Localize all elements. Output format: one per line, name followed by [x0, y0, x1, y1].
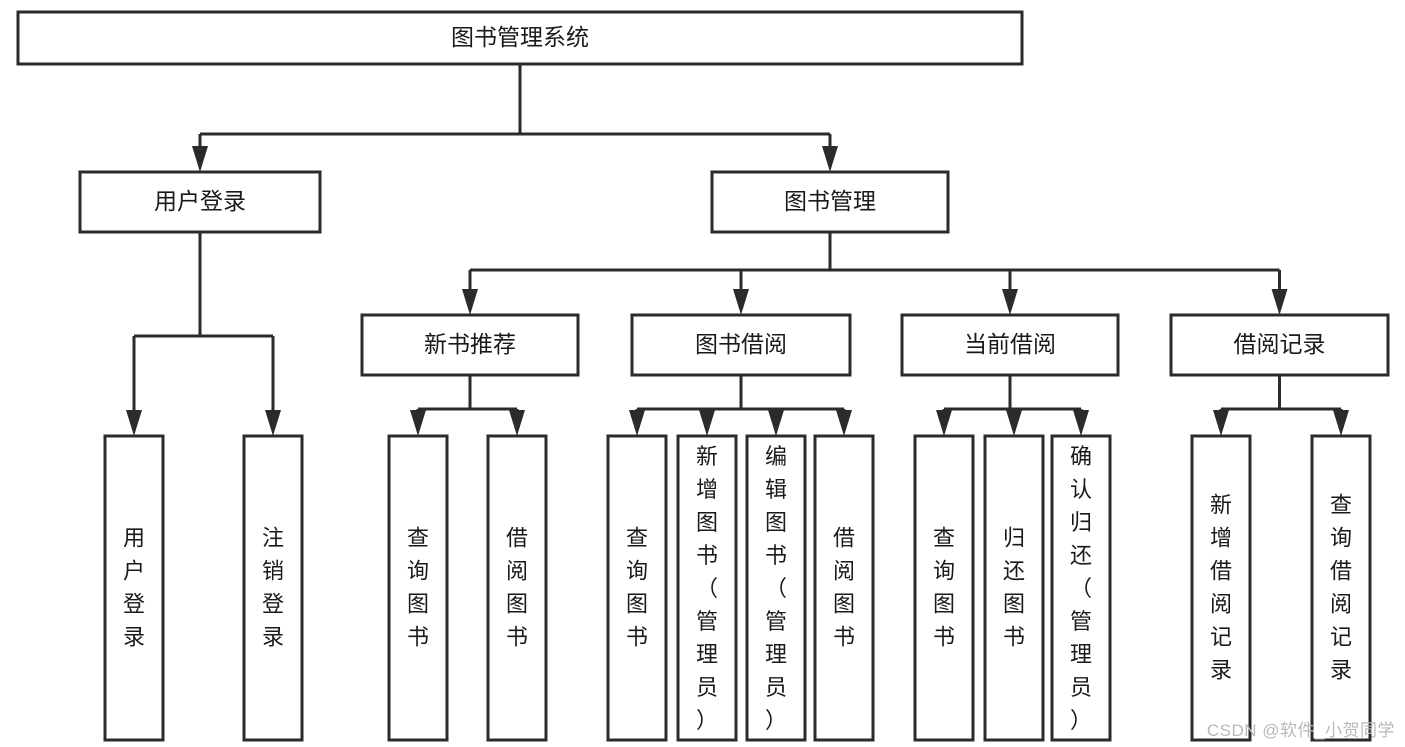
- node-book-borrow[interactable]: 图书借阅: [630, 313, 852, 377]
- node-box[interactable]: [983, 434, 1045, 742]
- arrow-head-icon: [462, 289, 478, 315]
- node-box[interactable]: [676, 434, 738, 742]
- node-leaf-query-book-borrow[interactable]: 查询图书: [606, 434, 668, 742]
- node-box[interactable]: [16, 10, 1024, 66]
- node-box[interactable]: [242, 434, 304, 742]
- connector-current-borrow-to-leaves: [936, 375, 1089, 436]
- node-leaf-user-login[interactable]: 用户登录: [103, 434, 165, 742]
- node-label: 借阅记录: [1234, 331, 1326, 357]
- arrow-head-icon: [509, 410, 525, 436]
- node-box[interactable]: [606, 434, 668, 742]
- arrow-head-icon: [836, 410, 852, 436]
- connector-book-management-to-level2: [462, 232, 1288, 315]
- node-root[interactable]: 图书管理系统: [16, 10, 1024, 66]
- node-leaf-borrow-book-recommend[interactable]: 借阅图书: [486, 434, 548, 742]
- node-label: 查询借阅记录: [1330, 492, 1352, 682]
- node-new-book-recommend[interactable]: 新书推荐: [360, 313, 580, 377]
- node-box[interactable]: [486, 434, 548, 742]
- arrow-head-icon: [1333, 410, 1349, 436]
- node-book-management[interactable]: 图书管理: [710, 170, 950, 234]
- connector-layer: [126, 64, 1349, 436]
- node-leaf-query-borrow-record[interactable]: 查询借阅记录: [1310, 434, 1372, 742]
- node-label: 新增图书（管理员）: [696, 444, 718, 733]
- node-label: 编辑图书（管理员）: [765, 444, 787, 733]
- arrow-head-icon: [1073, 410, 1089, 436]
- node-box[interactable]: [103, 434, 165, 742]
- node-box[interactable]: [1169, 313, 1390, 377]
- node-leaf-borrow-book[interactable]: 借阅图书: [813, 434, 875, 742]
- arrow-head-icon: [936, 410, 952, 436]
- arrow-head-icon: [1006, 410, 1022, 436]
- node-label: 新书推荐: [424, 331, 516, 357]
- node-box[interactable]: [813, 434, 875, 742]
- node-label: 新增借阅记录: [1210, 492, 1232, 682]
- node-label: 注销登录: [262, 525, 284, 649]
- arrow-head-icon: [126, 410, 142, 436]
- node-user-login[interactable]: 用户登录: [78, 170, 322, 234]
- node-box[interactable]: [745, 434, 807, 742]
- node-label: 图书管理: [784, 188, 876, 214]
- connector-book-borrow-to-leaves: [629, 375, 852, 436]
- node-leaf-return-book[interactable]: 归还图书: [983, 434, 1045, 742]
- connector-borrow-record-to-leaves: [1213, 375, 1349, 436]
- node-box[interactable]: [1190, 434, 1252, 742]
- connector-root-to-level1: [192, 64, 838, 172]
- arrow-head-icon: [699, 410, 715, 436]
- arrow-head-icon: [733, 289, 749, 315]
- node-label: 确认归还（管理员）: [1070, 444, 1092, 733]
- node-label: 查询图书: [933, 525, 955, 649]
- node-leaf-logout-login[interactable]: 注销登录: [242, 434, 304, 742]
- node-label: 用户登录: [123, 525, 145, 649]
- node-label: 查询图书: [626, 525, 648, 649]
- arrow-head-icon: [410, 410, 426, 436]
- node-box[interactable]: [78, 170, 322, 234]
- node-leaf-query-book-current[interactable]: 查询图书: [913, 434, 975, 742]
- arrow-head-icon: [265, 410, 281, 436]
- node-box[interactable]: [360, 313, 580, 377]
- node-leaf-confirm-return-admin[interactable]: 确认归还（管理员）: [1050, 434, 1112, 742]
- node-label: 查询图书: [407, 525, 429, 649]
- arrow-head-icon: [629, 410, 645, 436]
- connector-new-book-recommend-to-leaves: [410, 375, 525, 436]
- arrow-head-icon: [1002, 289, 1018, 315]
- node-leaf-edit-book-admin[interactable]: 编辑图书（管理员）: [745, 434, 807, 742]
- node-leaf-add-book-admin[interactable]: 新增图书（管理员）: [676, 434, 738, 742]
- node-box[interactable]: [913, 434, 975, 742]
- arrow-head-icon: [768, 410, 784, 436]
- arrow-head-icon: [1213, 410, 1229, 436]
- node-borrow-record[interactable]: 借阅记录: [1169, 313, 1390, 377]
- node-layer: 图书管理系统用户登录图书管理新书推荐图书借阅当前借阅借阅记录用户登录注销登录查询…: [16, 10, 1390, 742]
- node-leaf-query-book-recommend[interactable]: 查询图书: [387, 434, 449, 742]
- connector-user-login-to-leaves: [126, 232, 281, 436]
- node-box[interactable]: [1310, 434, 1372, 742]
- node-label: 用户登录: [154, 188, 246, 214]
- arrow-head-icon: [192, 146, 208, 172]
- node-label: 图书借阅: [695, 331, 787, 357]
- node-leaf-add-borrow-record[interactable]: 新增借阅记录: [1190, 434, 1252, 742]
- node-box[interactable]: [1050, 434, 1112, 742]
- node-label: 图书管理系统: [451, 24, 589, 50]
- arrow-head-icon: [822, 146, 838, 172]
- node-label: 归还图书: [1003, 525, 1025, 649]
- arrow-head-icon: [1271, 289, 1288, 315]
- node-label: 借阅图书: [833, 525, 855, 649]
- node-box[interactable]: [710, 170, 950, 234]
- node-box[interactable]: [387, 434, 449, 742]
- node-label: 当前借阅: [964, 331, 1056, 357]
- node-box[interactable]: [630, 313, 852, 377]
- node-box[interactable]: [900, 313, 1120, 377]
- node-label: 借阅图书: [506, 525, 528, 649]
- node-current-borrow[interactable]: 当前借阅: [900, 313, 1120, 377]
